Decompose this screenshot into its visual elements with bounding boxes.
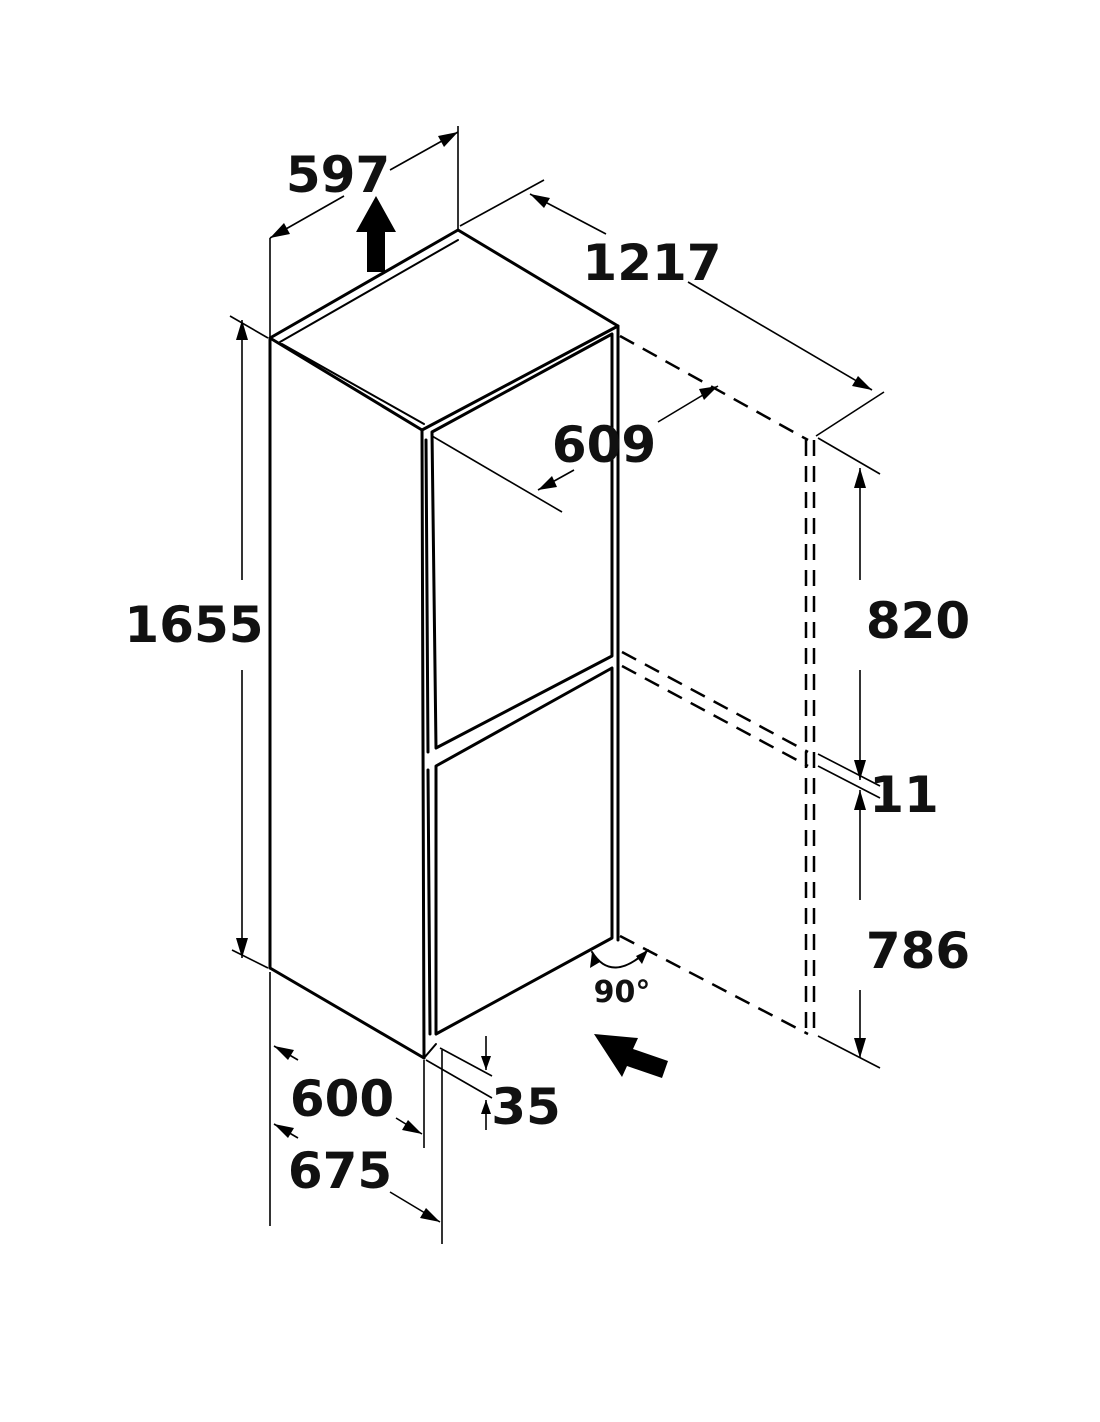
angle-90-label: 90° [594, 975, 651, 1010]
side-front-edge [420, 428, 426, 1060]
dim-609 [431, 385, 719, 513]
dim-1217-label: 1217 [582, 234, 721, 292]
side-bottom-edge [268, 966, 426, 1060]
dashed-mid-line-2 [621, 664, 809, 768]
top-inner-edge [279, 239, 459, 343]
airflow-in-arrow-icon [594, 1034, 668, 1078]
dim-597 [269, 126, 459, 338]
dim-786-label: 786 [866, 922, 970, 980]
dim-1655 [229, 315, 269, 969]
open-door-outline [619, 334, 816, 1036]
airflow-up-arrow-icon [356, 196, 396, 272]
dim-597-label: 597 [286, 146, 390, 204]
dim-600-label: 600 [290, 1070, 394, 1128]
dim-vertical-right [817, 437, 881, 1069]
dim-675-label: 675 [288, 1142, 392, 1200]
dashed-bottom-line [619, 934, 809, 1036]
dim-35 [425, 1036, 493, 1130]
upper-door [430, 332, 614, 750]
dim-35-label: 35 [491, 1078, 561, 1136]
lower-door [434, 666, 614, 1036]
top-inner-edge-2 [281, 343, 425, 425]
fridge-body [268, 228, 620, 1060]
base-foot [423, 1043, 437, 1059]
dim-11-label: 11 [869, 766, 939, 824]
dim-1217 [459, 179, 885, 437]
lower-door-handle [426, 768, 432, 1036]
fridge-top-face [268, 228, 620, 432]
door-angle-indicator [590, 949, 649, 969]
upper-door-handle [424, 438, 430, 754]
dim-depth [269, 972, 443, 1244]
dashed-mid-line-1 [621, 650, 809, 754]
dim-820-label: 820 [866, 592, 970, 650]
dim-609-label: 609 [552, 416, 656, 474]
dim-1655-label: 1655 [124, 596, 263, 654]
